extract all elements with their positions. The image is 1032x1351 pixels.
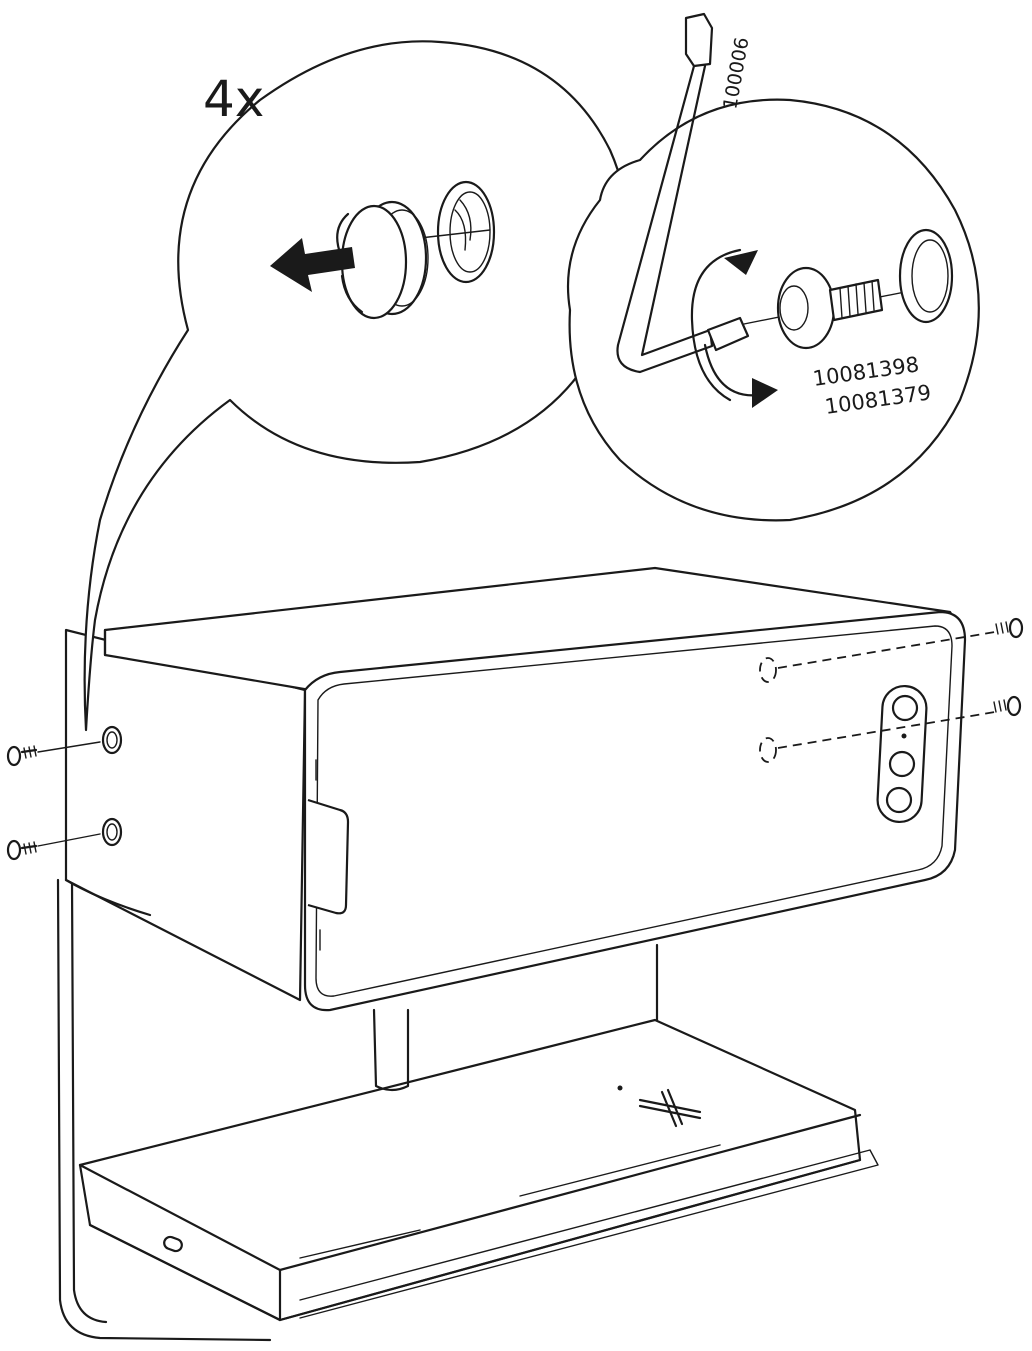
button-top	[891, 694, 919, 722]
detail-callout-cap-removal	[83, 40, 629, 732]
screw-left-lower	[6, 839, 38, 861]
arrow-left-icon	[270, 238, 355, 292]
screw-right-lower	[993, 695, 1022, 717]
wireless-charging-cross-icon	[617, 1085, 702, 1128]
screw-left-upper	[6, 745, 38, 767]
screw-hole-side-lower	[101, 817, 123, 847]
detail-callout-screw-tighten	[566, 12, 980, 522]
button-middle	[888, 750, 916, 778]
hex-key-tool	[616, 12, 750, 374]
rotate-arrows-icon	[690, 248, 778, 408]
button-bottom	[885, 786, 913, 814]
tool-number-label: 100006	[719, 36, 753, 111]
screw-hole-side-upper	[101, 725, 123, 755]
screw-right-upper	[995, 617, 1024, 639]
speaker-body	[37, 566, 996, 1012]
quantity-label: 4x	[203, 70, 264, 128]
screw-hole-front-lower	[759, 737, 777, 763]
screw-hole-front-upper	[759, 657, 777, 683]
stand-base	[56, 878, 879, 1342]
usb-port	[163, 1235, 183, 1253]
control-button-strip	[876, 684, 928, 824]
